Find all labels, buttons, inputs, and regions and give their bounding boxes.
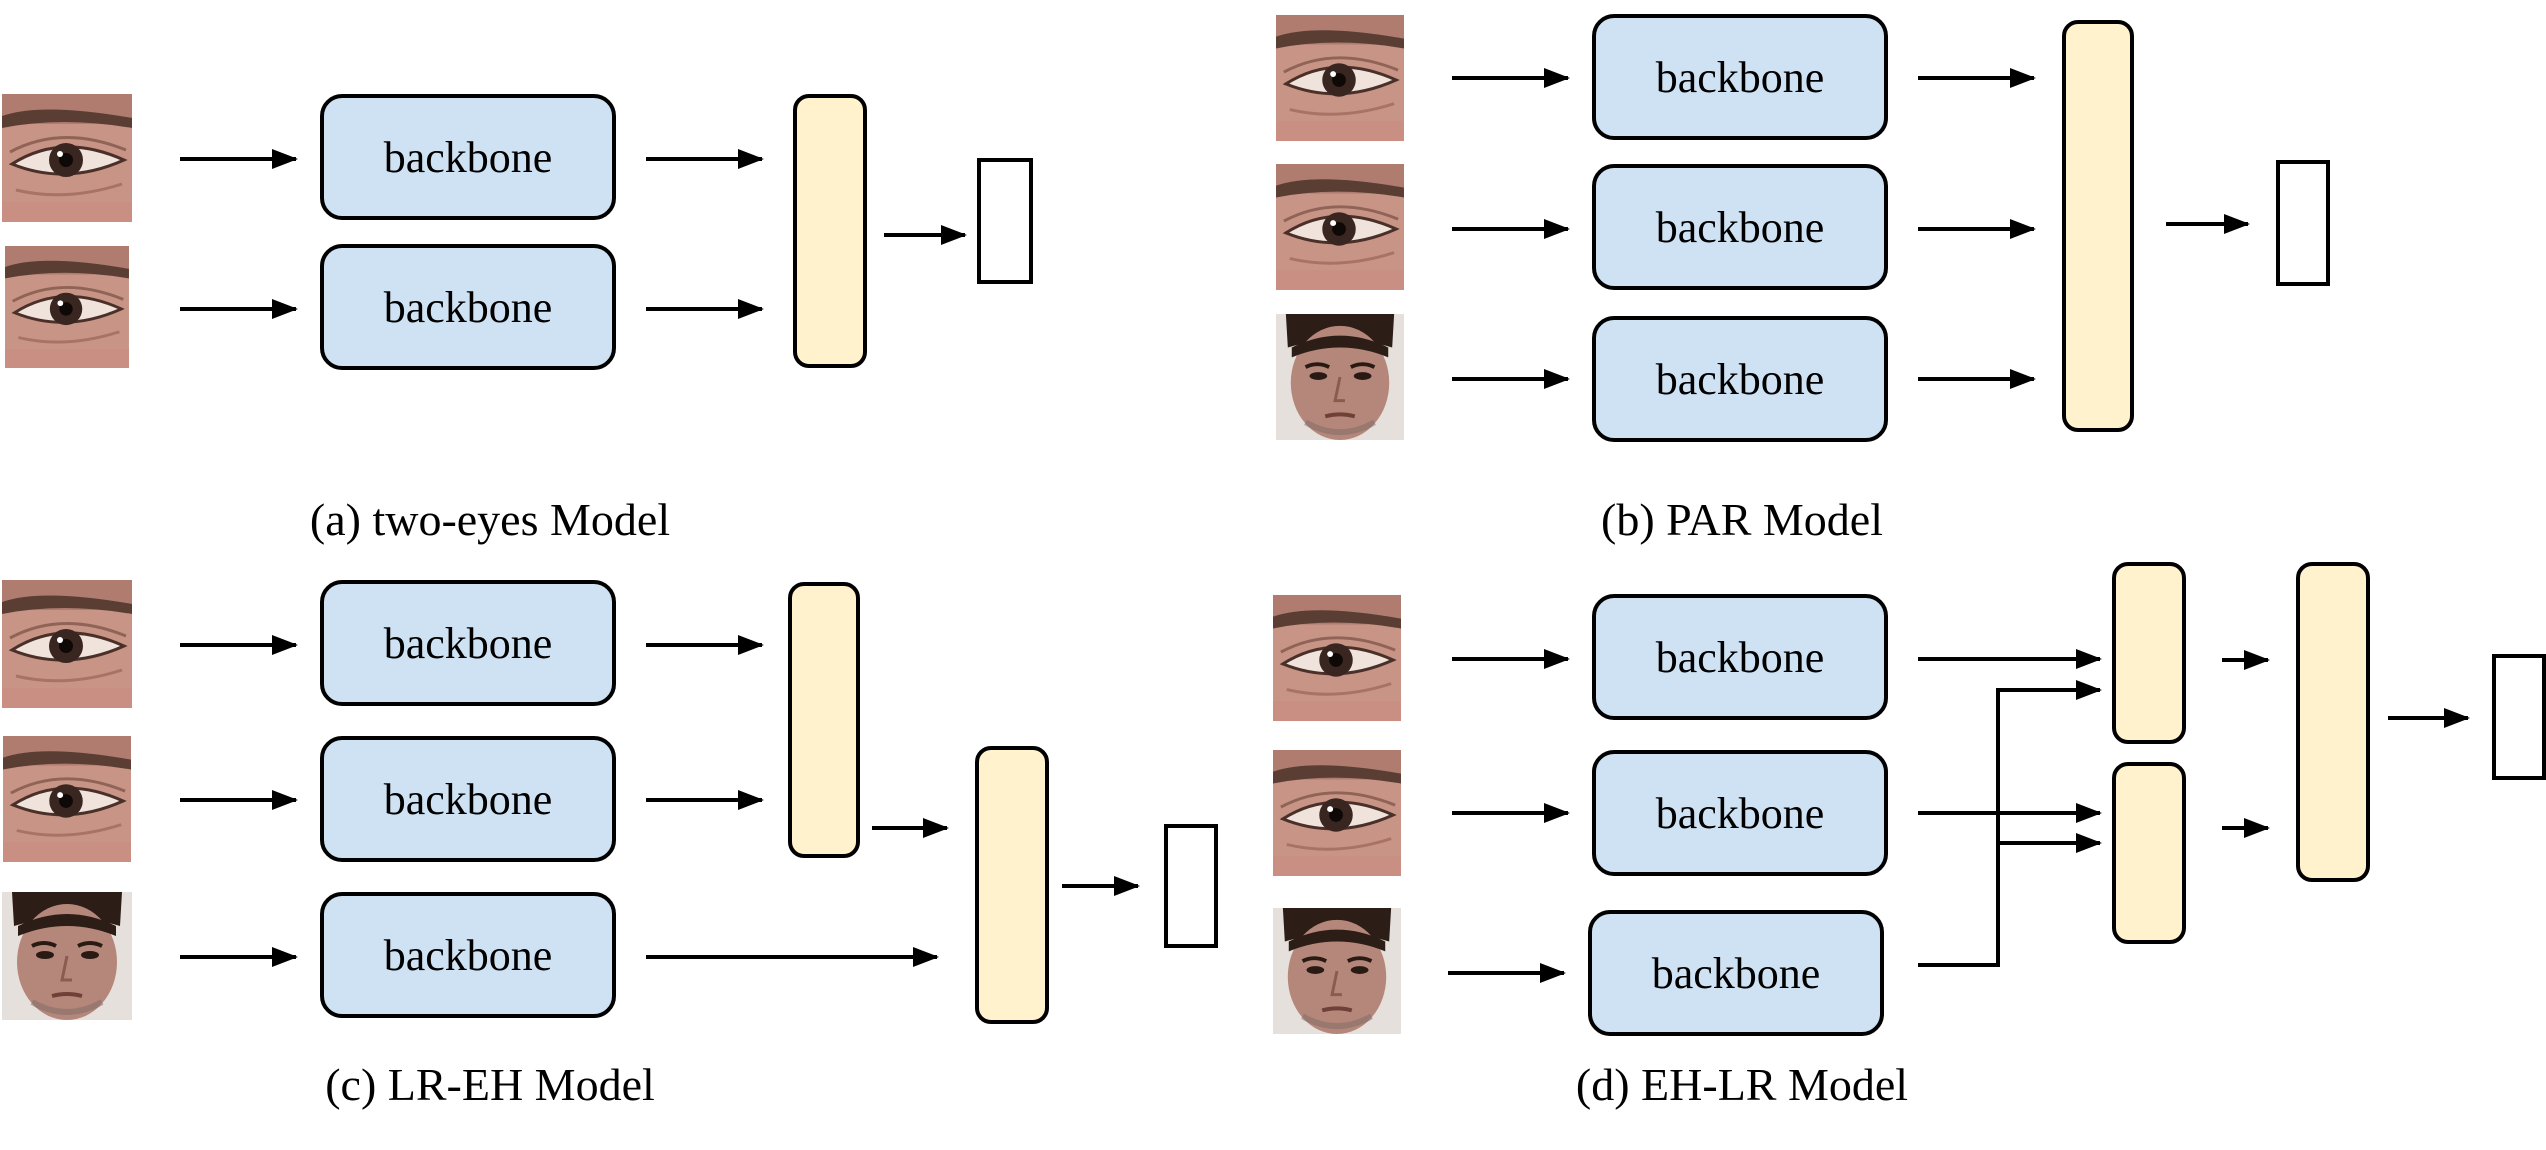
feature-block — [2296, 562, 2370, 882]
backbone-box: backbone — [320, 892, 616, 1018]
backbone-box: backbone — [1588, 910, 1884, 1036]
output-block — [2276, 160, 2330, 286]
feature-block — [788, 582, 860, 858]
input-image-eye-2 — [1273, 750, 1401, 876]
input-image-eye-2 — [1276, 164, 1404, 290]
input-image-eye-1 — [1276, 13, 1404, 143]
backbone-box: backbone — [1592, 164, 1888, 290]
input-image-face — [1276, 314, 1404, 440]
feature-block — [793, 94, 867, 368]
feature-block — [2112, 562, 2186, 744]
input-image-face — [1273, 908, 1401, 1034]
output-block — [1164, 824, 1218, 948]
input-image-eye-2 — [2, 736, 132, 862]
output-block — [2492, 654, 2546, 780]
input-image-face — [2, 892, 132, 1020]
backbone-box: backbone — [1592, 316, 1888, 442]
arrow — [1918, 680, 2102, 967]
input-image-eye-1 — [2, 94, 132, 222]
svg-text:backbone: backbone — [384, 133, 553, 182]
svg-text:backbone: backbone — [1656, 789, 1825, 838]
backbone-box: backbone — [1592, 14, 1888, 140]
svg-text:backbone: backbone — [1656, 53, 1825, 102]
backbone-box: backbone — [1592, 594, 1888, 720]
backbone-box: backbone — [320, 736, 616, 862]
caption-c: (c) LR-EH Model — [325, 1059, 655, 1110]
svg-text:backbone: backbone — [1656, 633, 1825, 682]
caption-b: (b) PAR Model — [1601, 494, 1883, 545]
svg-text:backbone: backbone — [384, 775, 553, 824]
input-image-eye-2 — [3, 246, 131, 368]
feature-block — [975, 746, 1049, 1024]
panel-c: backbone backbone backbone (c) LR-EH Mod… — [2, 580, 1218, 1110]
svg-text:backbone: backbone — [1656, 355, 1825, 404]
backbone-box: backbone — [320, 244, 616, 370]
svg-text:backbone: backbone — [1656, 203, 1825, 252]
input-image-eye-1 — [1273, 594, 1401, 722]
output-block — [977, 158, 1033, 284]
feature-block — [2112, 762, 2186, 944]
caption-d: (d) EH-LR Model — [1576, 1059, 1908, 1110]
caption-a: (a) two-eyes Model — [310, 494, 670, 545]
backbone-box: backbone — [1592, 750, 1888, 876]
backbone-box: backbone — [320, 94, 616, 220]
svg-text:backbone: backbone — [384, 283, 553, 332]
panel-b: backbone backbone backbone (b) PAR Model — [1276, 13, 2330, 545]
panel-d: backbone backbone backbone (d) EH-LR Mod… — [1273, 562, 2546, 1110]
svg-text:backbone: backbone — [384, 931, 553, 980]
input-image-eye-1 — [2, 580, 132, 708]
feature-block — [2062, 20, 2134, 432]
backbone-box: backbone — [320, 580, 616, 706]
panel-a: backbone backbone (a) two-eyes Model — [2, 94, 1033, 545]
svg-text:backbone: backbone — [384, 619, 553, 668]
svg-text:backbone: backbone — [1652, 949, 1821, 998]
